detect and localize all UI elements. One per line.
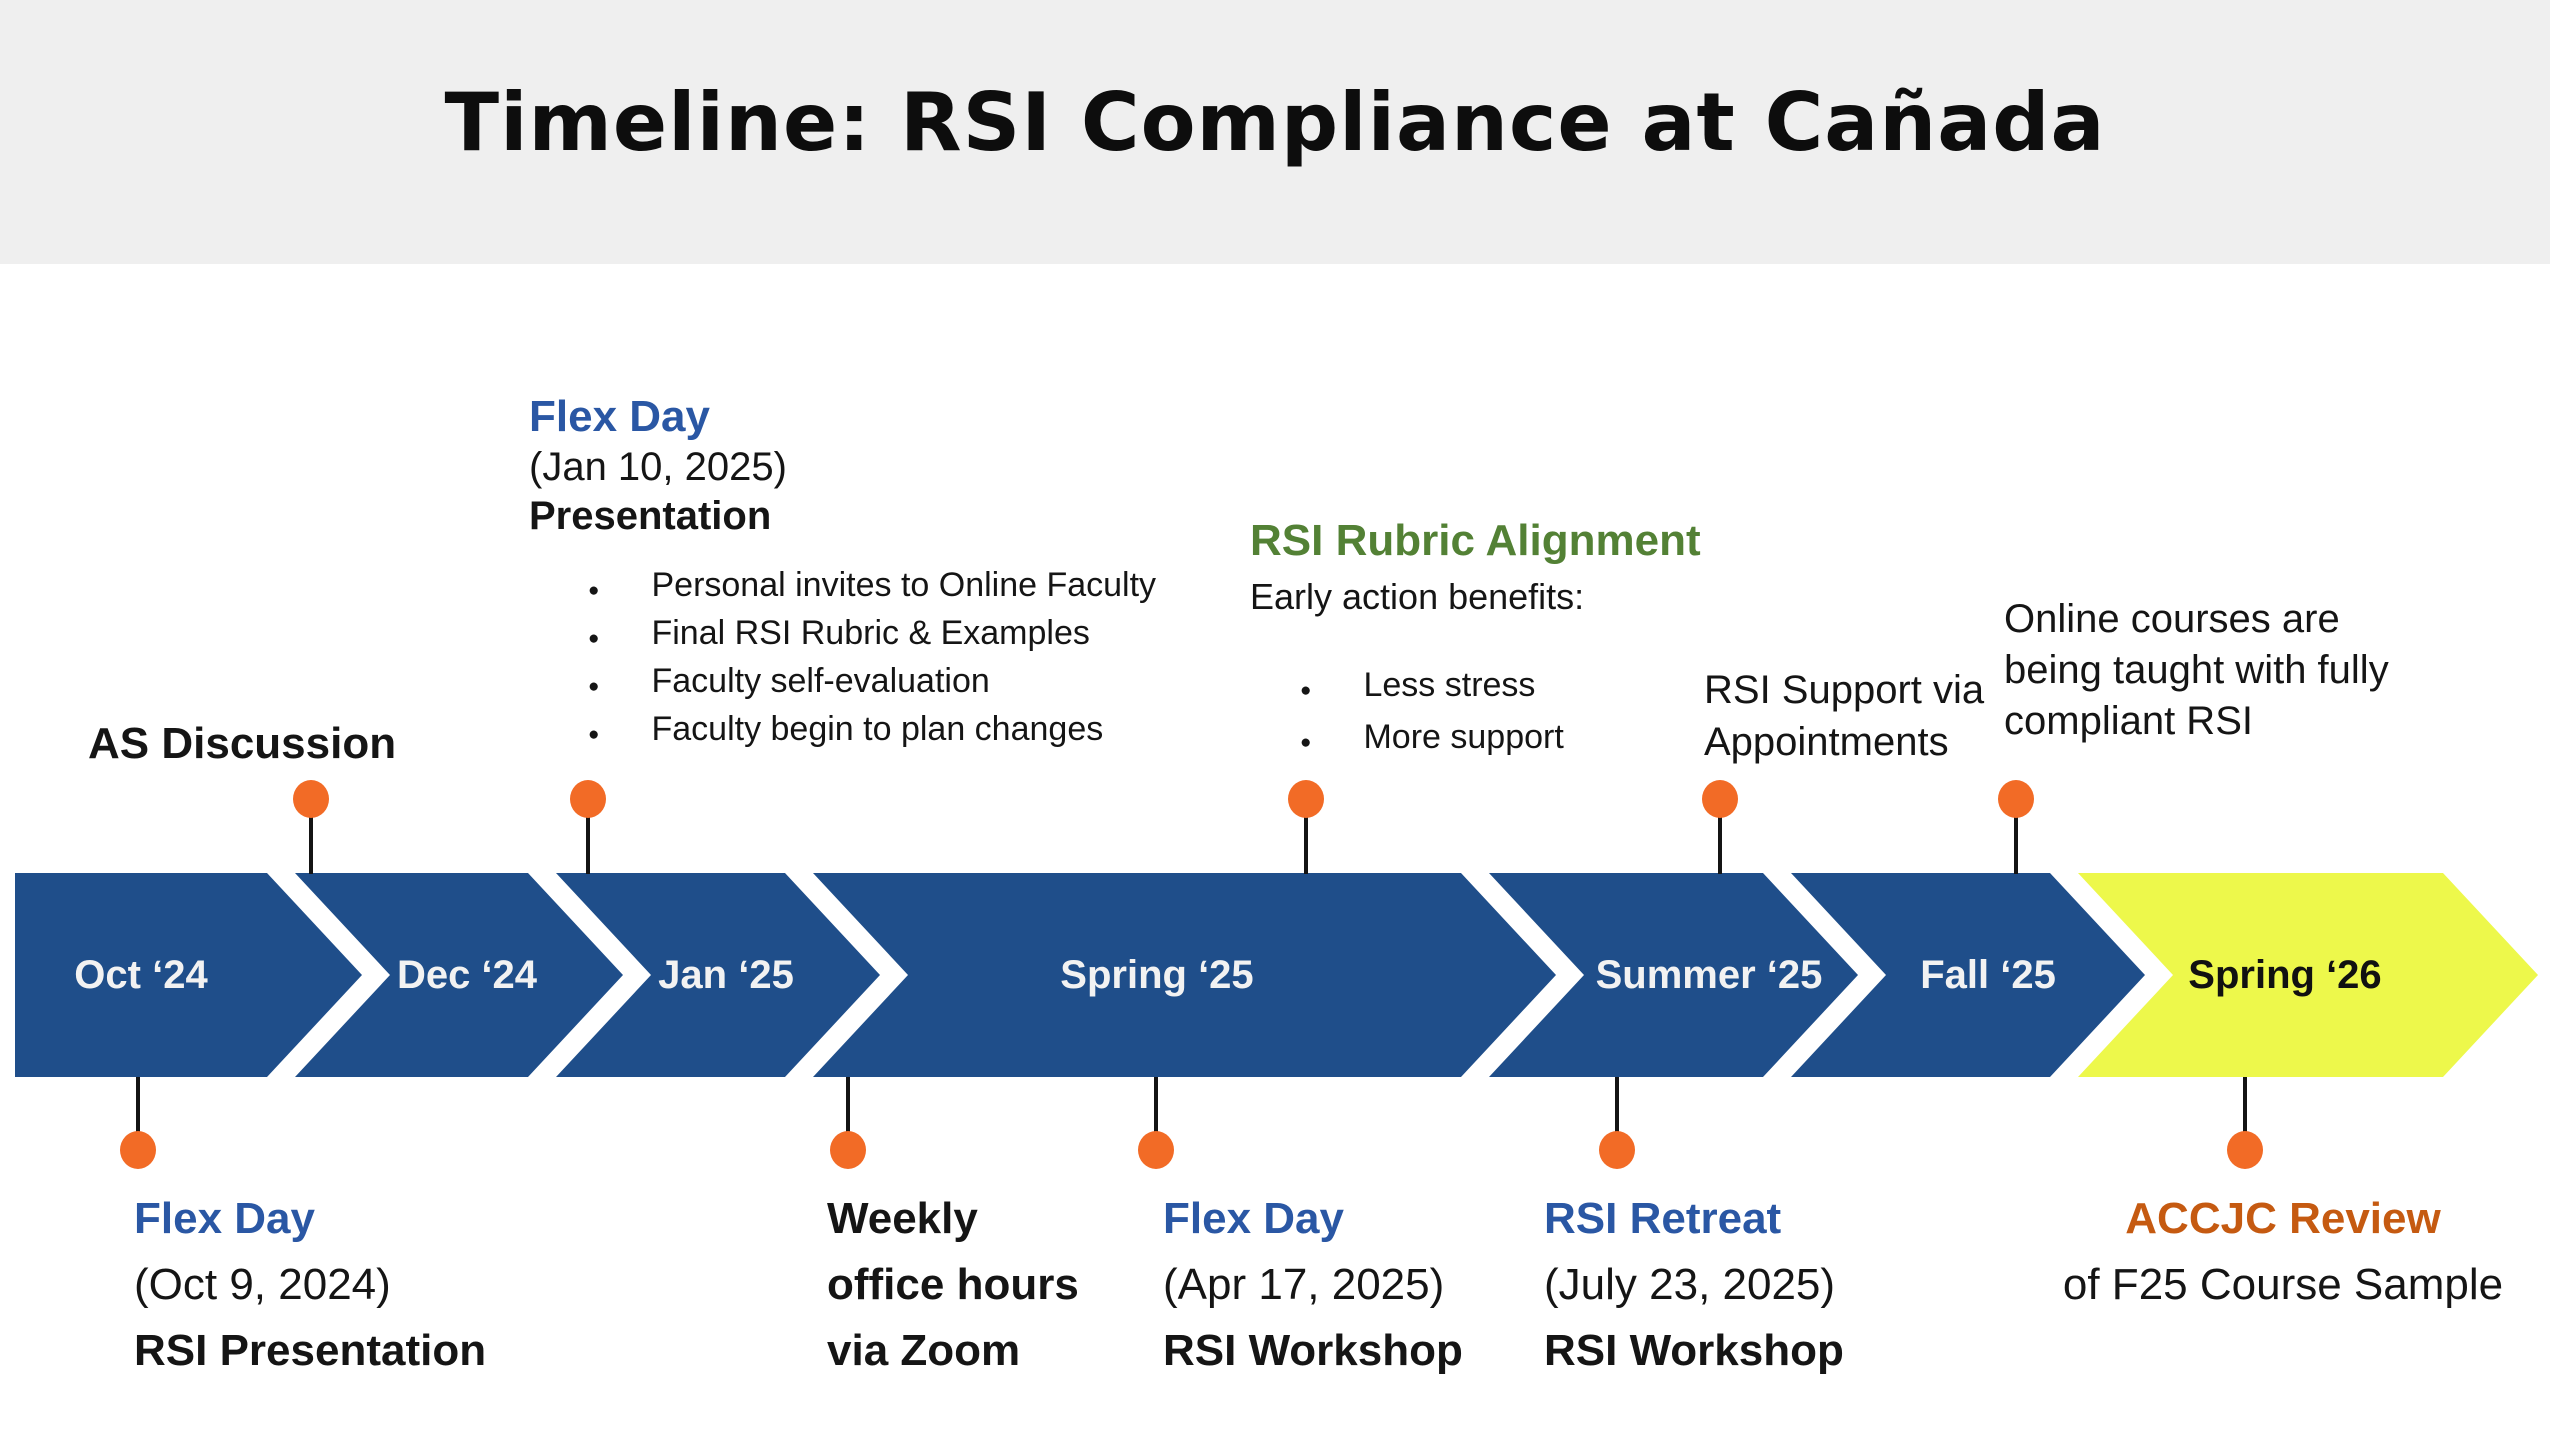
bullet-list: ● Less stress ● More support <box>1250 662 1701 766</box>
annotation-line: being taught with fully <box>2004 648 2389 692</box>
bullet-list: ● Personal invites to Online Faculty ● Fin… <box>529 564 1156 756</box>
milestone-dot <box>1288 780 1324 818</box>
bullet-icon: ● <box>1300 732 1312 753</box>
timeline-segment <box>813 873 1556 1077</box>
annotation-flex-day-jan: Flex Day (Jan 10, 2025) Presentation ● Pe… <box>529 392 1156 756</box>
bullet-icon: ● <box>588 580 600 601</box>
annotation-label: RSI Presentation <box>134 1326 487 1375</box>
bullet-text: Personal invites to Online Faculty <box>651 566 1157 604</box>
milestone-dot <box>1702 780 1738 818</box>
annotation-heading: Flex Day <box>1163 1194 1344 1243</box>
bullet-icon: ● <box>588 676 600 697</box>
annotation-rsi-support: RSI Support via Appointments <box>1704 664 1984 768</box>
milestone-stem <box>2014 816 2018 874</box>
milestone-stem <box>586 816 590 874</box>
timeline-segment-label: Oct ‘24 <box>74 952 208 997</box>
annotation-line: Weekly <box>827 1194 978 1243</box>
timeline-segment-label: Dec ‘24 <box>396 952 538 997</box>
timeline-segment-label: Jan ‘25 <box>658 952 794 997</box>
timeline-segment-label: Summer ‘25 <box>1595 952 1823 997</box>
list-item: ● Final RSI Rubric & Examples <box>588 612 1156 660</box>
annotation-title: AS Discussion <box>88 719 397 768</box>
list-item: ● Faculty begin to plan changes <box>588 708 1156 756</box>
annotation-date: (Apr 17, 2025) <box>1163 1260 1445 1309</box>
annotation-heading: RSI Rubric Alignment <box>1250 516 1701 565</box>
annotation-line: RSI Support via <box>1704 668 1985 712</box>
slide-title: Timeline: RSI Compliance at Cañada <box>444 76 2106 169</box>
milestone-dot <box>2227 1131 2263 1169</box>
annotation-as-discussion: AS Discussion <box>88 716 396 771</box>
milestone-dot <box>570 780 606 818</box>
milestone-dot <box>120 1131 156 1169</box>
annotation-line: compliant RSI <box>2004 699 2253 743</box>
annotation-label: RSI Workshop <box>1163 1326 1463 1375</box>
bullet-text: Final RSI Rubric & Examples <box>651 614 1090 652</box>
annotation-heading: Flex Day <box>134 1194 315 1243</box>
timeline-segment-label: Spring ‘26 <box>2188 952 2382 997</box>
annotation-label: RSI Workshop <box>1544 1326 1844 1375</box>
list-item: ● Less stress <box>1300 662 1701 714</box>
annotation-line: via Zoom <box>827 1326 1021 1375</box>
annotation-label: of F25 Course Sample <box>2062 1260 2504 1309</box>
annotation-accjc-review: ACCJC Review of F25 Course Sample <box>2018 1186 2548 1318</box>
annotation-rubric-alignment: RSI Rubric Alignment Early action benefi… <box>1250 516 1701 766</box>
annotation-line: office hours <box>827 1260 1079 1309</box>
bullet-text: Faculty self-evaluation <box>651 662 990 700</box>
bullet-icon: ● <box>1300 680 1312 701</box>
milestone-dot <box>1599 1131 1635 1169</box>
timeline-segment-label: Fall ‘25 <box>1920 952 2056 997</box>
annotation-line: Appointments <box>1704 720 1949 764</box>
milestone-stem <box>1718 816 1722 874</box>
annotation-subtitle: Presentation <box>529 494 772 538</box>
milestone-stem <box>1304 816 1308 874</box>
title-bar: Timeline: RSI Compliance at Cañada <box>0 0 2550 264</box>
bullet-text: Less stress <box>1363 666 1536 704</box>
milestone-dot <box>1998 780 2034 818</box>
bullet-icon: ● <box>588 628 600 649</box>
timeline-segment-label: Spring ‘25 <box>1060 952 1254 997</box>
milestone-stem <box>1615 1077 1619 1135</box>
milestone-dot <box>293 780 329 818</box>
annotation-heading: Flex Day <box>529 392 710 441</box>
annotation-heading: RSI Retreat <box>1544 1194 1782 1243</box>
bullet-text: Faculty begin to plan changes <box>651 710 1104 748</box>
milestone-stem <box>1154 1077 1158 1135</box>
milestone-dot <box>830 1131 866 1169</box>
list-item: ● Personal invites to Online Faculty <box>588 564 1156 612</box>
list-item: ● Faculty self-evaluation <box>588 660 1156 708</box>
milestone-dot <box>1138 1131 1174 1169</box>
milestone-stem <box>2243 1077 2247 1135</box>
milestone-stem <box>846 1077 850 1135</box>
annotation-flex-day-apr: Flex Day (Apr 17, 2025) RSI Workshop <box>1163 1186 1463 1384</box>
annotation-date: (Oct 9, 2024) <box>134 1260 391 1309</box>
bullet-text: More support <box>1363 718 1564 756</box>
annotation-outcome: Online courses are being taught with ful… <box>2004 594 2389 747</box>
annotation-intro: Early action benefits: <box>1250 576 1585 617</box>
annotation-rsi-retreat: RSI Retreat (July 23, 2025) RSI Workshop <box>1544 1186 1844 1384</box>
annotation-date: (July 23, 2025) <box>1544 1260 1836 1309</box>
annotation-date: (Jan 10, 2025) <box>529 445 787 489</box>
bullet-icon: ● <box>588 724 600 745</box>
annotation-line: Online courses are <box>2004 597 2340 641</box>
annotation-heading: ACCJC Review <box>2125 1194 2441 1243</box>
milestone-stem <box>136 1077 140 1135</box>
milestone-stem <box>309 816 313 874</box>
annotation-flex-day-oct: Flex Day (Oct 9, 2024) RSI Presentation <box>134 1186 486 1384</box>
annotation-weekly-office-hours: Weekly office hours via Zoom <box>827 1186 1079 1384</box>
list-item: ● More support <box>1300 714 1701 766</box>
